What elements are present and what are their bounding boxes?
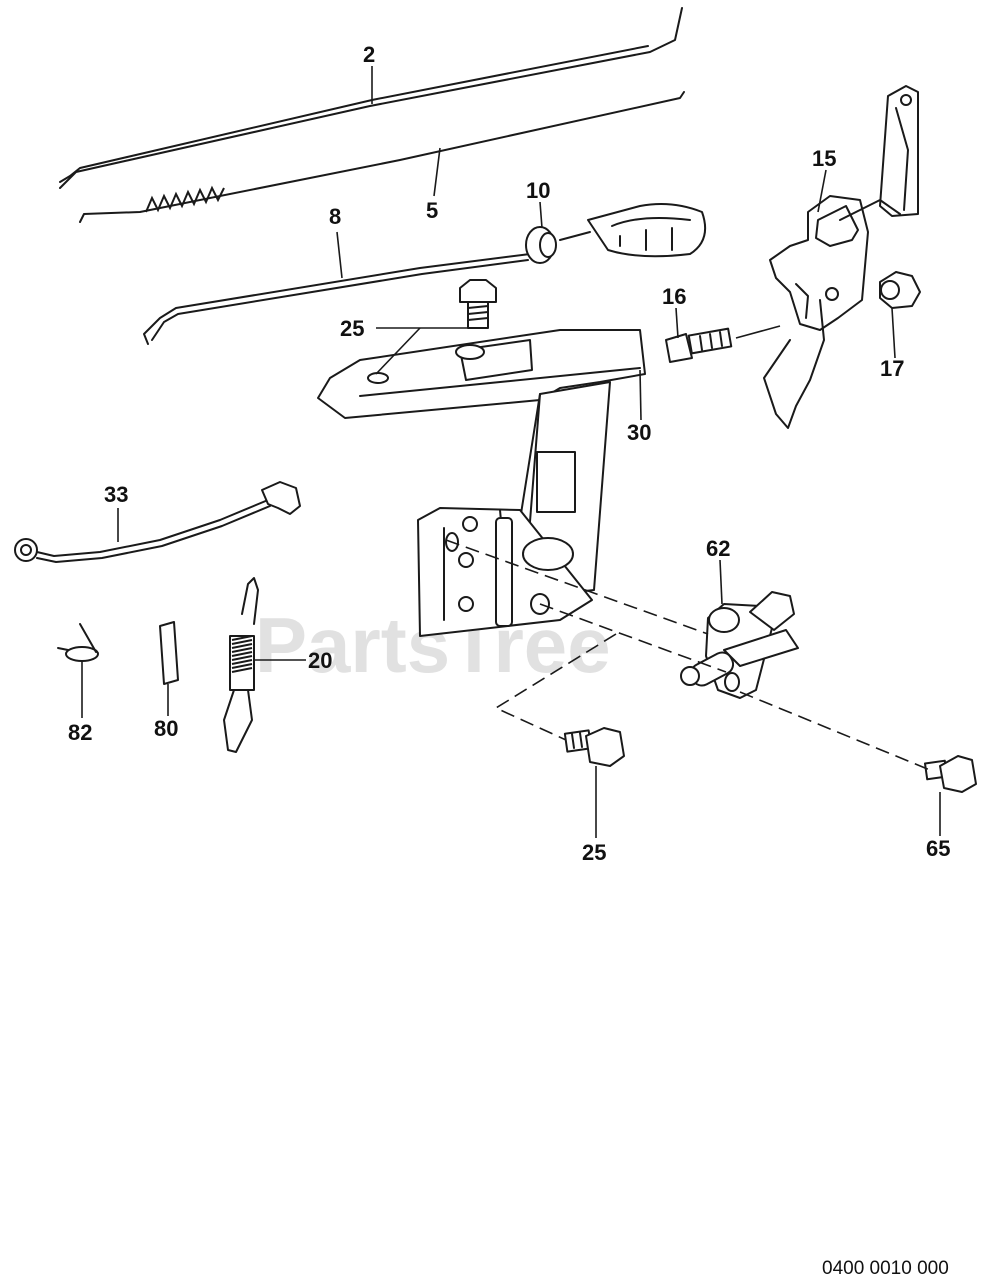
callout-5[interactable]: 5 xyxy=(426,198,438,223)
part-8-throttle-rod[interactable] xyxy=(143,253,531,345)
part-16-screw[interactable] xyxy=(665,325,781,363)
callout-30[interactable]: 30 xyxy=(627,420,651,445)
callout-25-bottom[interactable]: 25 xyxy=(582,840,606,865)
part-5-spring-rod[interactable] xyxy=(79,91,685,223)
part-2-control-rod[interactable] xyxy=(59,7,683,189)
callout-8[interactable]: 8 xyxy=(329,204,341,229)
part-62-pivot-block[interactable] xyxy=(680,591,799,699)
callout-16[interactable]: 16 xyxy=(662,284,686,309)
part-82-clip[interactable] xyxy=(57,623,99,662)
callout-65[interactable]: 65 xyxy=(926,836,950,861)
part-33-cable[interactable] xyxy=(14,481,301,563)
callout-33[interactable]: 33 xyxy=(104,482,128,507)
callout-17[interactable]: 17 xyxy=(880,356,904,381)
diagram-code: 0400 0010 000 xyxy=(822,1258,949,1279)
callout-20[interactable]: 20 xyxy=(308,648,332,673)
part-65-bolt[interactable] xyxy=(923,755,977,793)
callout-25-top[interactable]: 25 xyxy=(340,316,364,341)
callout-62[interactable]: 62 xyxy=(706,536,730,561)
part-80-key[interactable] xyxy=(159,621,179,685)
part-15-control-bracket[interactable] xyxy=(763,85,919,429)
callout-10[interactable]: 10 xyxy=(526,178,550,203)
callout-labels: 2 5 8 10 15 16 17 25 30 33 62 20 82 80 2… xyxy=(68,42,950,865)
callout-2[interactable]: 2 xyxy=(363,42,375,67)
callout-80[interactable]: 80 xyxy=(154,716,178,741)
leader-lines xyxy=(81,66,941,838)
part-30-lever-bracket[interactable] xyxy=(317,329,646,637)
part-25-bolt-top[interactable] xyxy=(459,279,497,329)
part-10-grommet[interactable] xyxy=(525,203,706,264)
part-25-bolt-bottom[interactable] xyxy=(563,727,625,767)
callout-82[interactable]: 82 xyxy=(68,720,92,745)
assembly-dashed-lines xyxy=(445,539,931,771)
part-17-nut[interactable] xyxy=(879,271,921,309)
callout-15[interactable]: 15 xyxy=(812,146,836,171)
part-20-spring[interactable] xyxy=(223,577,259,753)
